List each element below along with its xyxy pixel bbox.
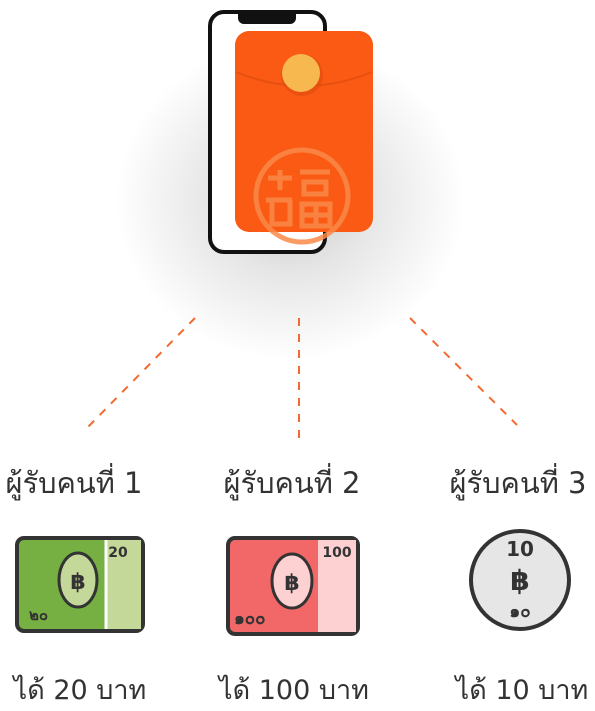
banknote-100-value: 100: [322, 545, 351, 561]
connector-lines: [87, 317, 518, 443]
connector-right: [409, 317, 518, 426]
banknote-20-icon: ฿ 20 ๒๐: [15, 536, 145, 633]
recipient-2-amount: ได้ 100 บาท: [219, 675, 369, 706]
banknote-100-symbol: ฿: [284, 571, 299, 596]
coin-10-icon: 10 ฿ ๑๐: [469, 529, 571, 631]
banknote-20-value: 20: [108, 545, 128, 561]
banknote-100-icon: ฿ 100 ๑๐๐: [226, 536, 360, 636]
fu-emblem-icon: [253, 147, 351, 245]
banknote-100-thai-value: ๑๐๐: [234, 609, 266, 629]
banknote-20-symbol: ฿: [70, 570, 85, 595]
recipient-3-amount: ได้ 10 บาท: [455, 675, 589, 706]
coin-10-value: 10: [506, 537, 534, 561]
red-envelope-icon: [235, 31, 373, 245]
coin-10-thai-value: ๑๐: [509, 602, 530, 622]
recipient-1-title: ผู้รับคนที่ 1: [5, 466, 143, 500]
banknote-20-thai-value: ๒๐: [29, 606, 48, 624]
recipient-1-amount: ได้ 20 บาท: [13, 675, 147, 706]
coin-10-symbol: ฿: [510, 564, 529, 597]
recipient-2-title: ผู้รับคนที่ 2: [223, 466, 361, 500]
connector-left: [87, 317, 196, 428]
recipient-3-title: ผู้รับคนที่ 3: [449, 466, 587, 500]
